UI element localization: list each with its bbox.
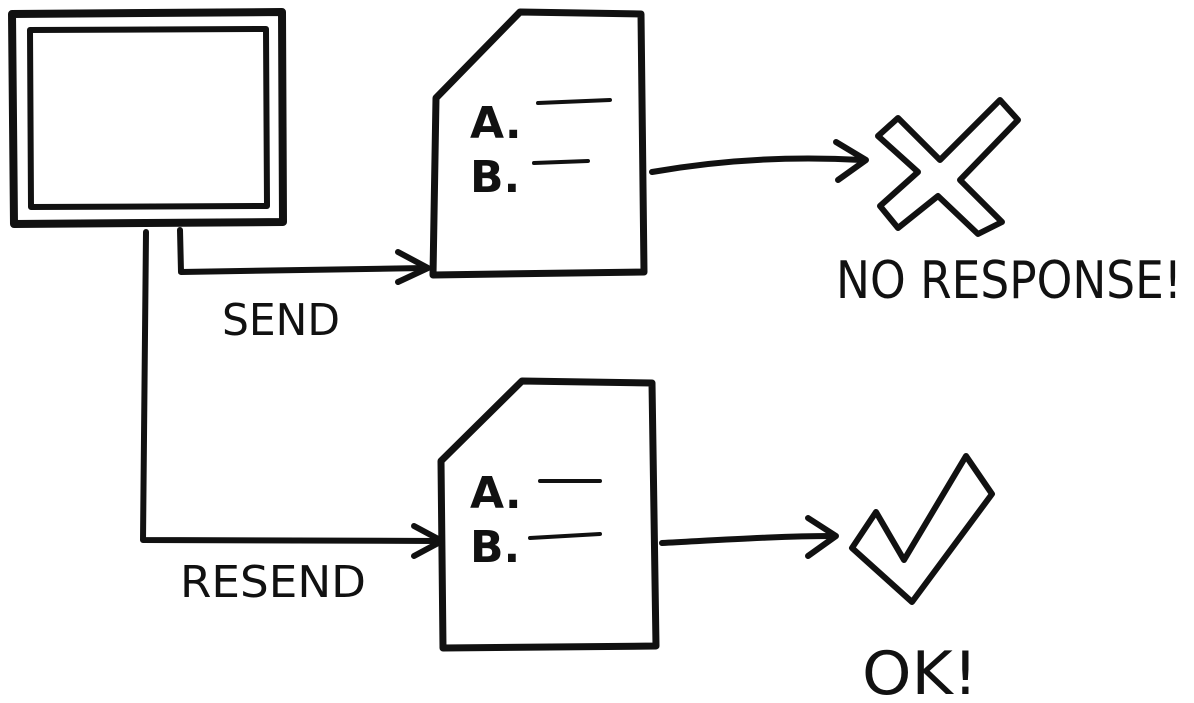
bottom-doc-marker-a: A. (470, 468, 522, 519)
cross-icon (875, 97, 1021, 237)
bottom-result-arrow (659, 515, 839, 559)
top-doc-marker-b: B. (470, 152, 520, 203)
bottom-doc-marker-b: B. (470, 522, 520, 573)
no-response-label: NO RESPONSE! (836, 251, 1182, 311)
top-result-arrow (649, 139, 869, 183)
bottom-document-icon (437, 377, 660, 652)
send-connector (177, 227, 431, 285)
top-doc-marker-a: A. (470, 98, 522, 149)
top-document-icon (429, 8, 648, 279)
resend-label: RESEND (180, 557, 366, 608)
send-label: SEND (222, 295, 340, 346)
ok-label: OK! (862, 639, 978, 703)
monitor-icon (8, 8, 287, 228)
checkmark-icon (849, 453, 995, 605)
